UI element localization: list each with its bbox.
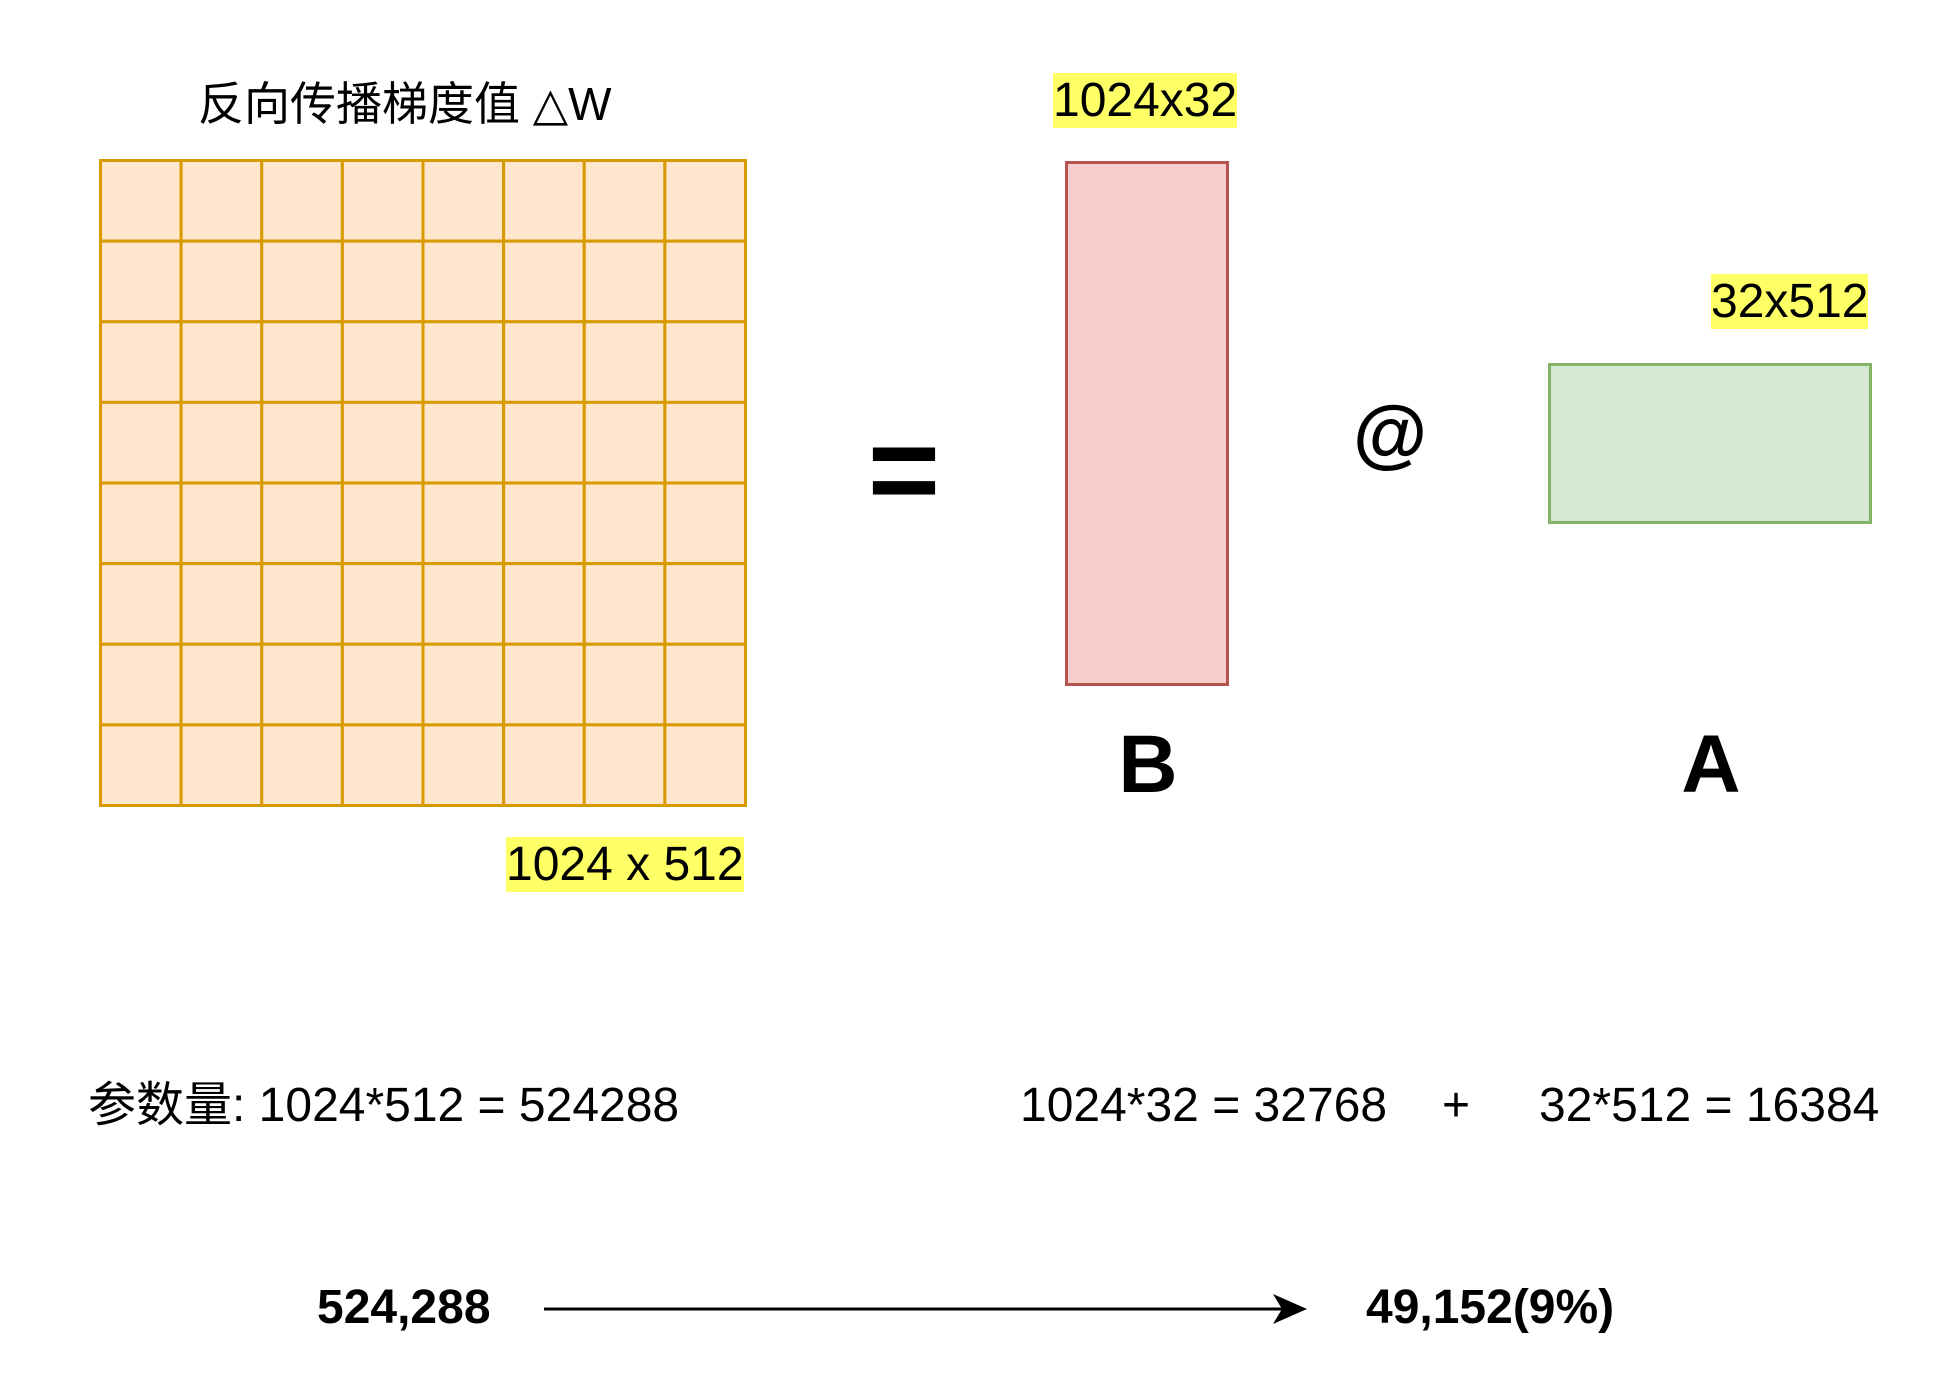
delta-w-dims-label: 1024 x 512 bbox=[506, 837, 744, 892]
grid-cell bbox=[421, 723, 506, 807]
grid-cell bbox=[260, 320, 344, 404]
grid-cell bbox=[421, 642, 506, 727]
grid-cell bbox=[260, 642, 344, 727]
grid-cell bbox=[582, 159, 667, 243]
grid-cell bbox=[340, 400, 425, 485]
grid-cell bbox=[663, 723, 747, 807]
grid-cell bbox=[260, 239, 344, 324]
grid-cell bbox=[582, 320, 667, 404]
grid-cell bbox=[582, 400, 667, 485]
grid-cell bbox=[179, 159, 264, 243]
grid-cell bbox=[179, 239, 264, 324]
full-param-count: 参数量: 1024*512 = 524288 bbox=[88, 1079, 680, 1132]
grid-cell bbox=[663, 400, 747, 485]
grid-cell bbox=[663, 642, 747, 727]
grid-cell bbox=[582, 239, 667, 324]
grid-cell bbox=[502, 481, 586, 566]
grid-cell bbox=[421, 320, 506, 404]
reduction-arrow bbox=[544, 1294, 1307, 1324]
grid-cell bbox=[421, 562, 506, 646]
grid-cell bbox=[340, 723, 425, 807]
grid-cell bbox=[340, 562, 425, 646]
grid-cell bbox=[99, 320, 183, 404]
grid-cell bbox=[179, 481, 264, 566]
grid-cell bbox=[179, 723, 264, 807]
grid-cell bbox=[502, 642, 586, 727]
equals-sign: = bbox=[867, 401, 941, 539]
reduction-arrowhead bbox=[1273, 1294, 1307, 1324]
grid-cell bbox=[340, 320, 425, 404]
grid-cell bbox=[663, 320, 747, 404]
grid-cell bbox=[421, 481, 506, 566]
matrix-a-dims-label: 32x512 bbox=[1711, 274, 1869, 329]
grid-cell bbox=[582, 562, 667, 646]
grid-cell bbox=[340, 239, 425, 324]
grid-cell bbox=[421, 159, 506, 243]
grid-cell bbox=[421, 400, 506, 485]
grid-cell bbox=[179, 642, 264, 727]
grid-cell bbox=[502, 562, 586, 646]
grid-cell bbox=[99, 239, 183, 324]
grid-cell bbox=[99, 400, 183, 485]
reduction-from-value: 524,288 bbox=[317, 1281, 491, 1334]
plus-sign: + bbox=[1442, 1079, 1471, 1132]
grid-cell bbox=[582, 481, 667, 566]
reduction-to-value: 49,152(9%) bbox=[1366, 1281, 1615, 1334]
grid-cell bbox=[502, 723, 586, 807]
grid-cell bbox=[663, 159, 747, 243]
matrix-b-rect bbox=[1065, 161, 1229, 686]
matrix-b-param-count: 1024*32 = 32768 bbox=[1020, 1079, 1388, 1132]
grid-cell bbox=[663, 239, 747, 324]
diagram-title: 反向传播梯度值 △W bbox=[198, 78, 612, 130]
grid-cell bbox=[421, 239, 506, 324]
grid-cell bbox=[179, 320, 264, 404]
grid-cell bbox=[582, 723, 667, 807]
grid-cell bbox=[99, 723, 183, 807]
grid-cell bbox=[99, 481, 183, 566]
matrix-a-param-count: 32*512 = 16384 bbox=[1539, 1079, 1880, 1132]
grid-cell bbox=[582, 642, 667, 727]
grid-cell bbox=[99, 642, 183, 727]
grid-cell bbox=[502, 239, 586, 324]
grid-cell bbox=[99, 159, 183, 243]
grid-cell bbox=[99, 562, 183, 646]
grid-cell bbox=[502, 320, 586, 404]
grid-cell bbox=[260, 481, 344, 566]
matrix-b-name: B bbox=[1118, 719, 1178, 810]
grid-cell bbox=[502, 400, 586, 485]
grid-cell bbox=[663, 562, 747, 646]
grid-cell bbox=[340, 481, 425, 566]
grid-cell bbox=[260, 159, 344, 243]
matmul-operator: @ bbox=[1352, 391, 1428, 476]
grid-cell bbox=[260, 562, 344, 646]
matrix-a-rect bbox=[1548, 363, 1872, 524]
matrix-b-dims-label: 1024x32 bbox=[1053, 73, 1238, 128]
grid-cell bbox=[179, 562, 264, 646]
grid-cell bbox=[502, 159, 586, 243]
grid-cell bbox=[179, 400, 264, 485]
grid-cell bbox=[260, 400, 344, 485]
grid-cell bbox=[663, 481, 747, 566]
grid-cell bbox=[260, 723, 344, 807]
matrix-a-name: A bbox=[1681, 719, 1741, 810]
grid-cell bbox=[340, 642, 425, 727]
grid-cell bbox=[340, 159, 425, 243]
delta-w-matrix bbox=[99, 159, 747, 807]
